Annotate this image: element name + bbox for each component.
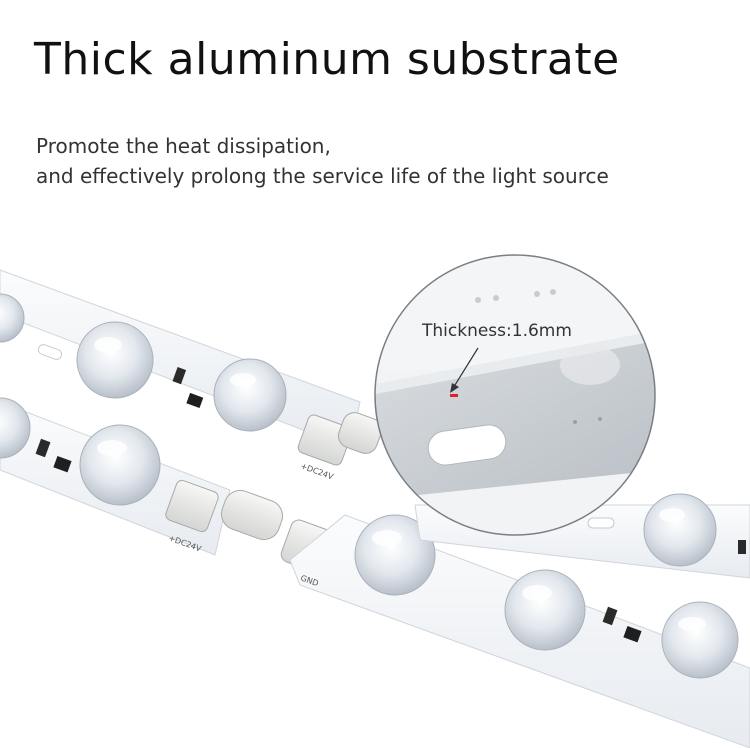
led-module (643, 493, 717, 567)
led-module (79, 424, 161, 506)
led-module (0, 397, 31, 459)
chip (172, 367, 187, 385)
subtitle-line-2: and effectively prolong the service life… (36, 164, 609, 188)
connector-upper: +DC24V (297, 412, 383, 482)
led-strip-lower: GND (289, 514, 750, 748)
page-title: Thick aluminum substrate (34, 34, 620, 85)
thickness-label: Thickness:1.6mm (421, 321, 572, 341)
led-module (661, 601, 739, 679)
chip (53, 455, 72, 473)
mounting-slot (427, 424, 507, 466)
chip (623, 625, 642, 643)
led-module (504, 569, 586, 651)
led-module (213, 358, 287, 432)
thickness-arrow (454, 347, 479, 386)
led-strip-middle: +DC24V (0, 397, 231, 556)
voltage-label: +DC24V (299, 461, 335, 481)
magnifier-detail: Thickness:1.6mm (374, 254, 656, 536)
led-module (354, 514, 436, 596)
led-strip-upper (0, 269, 361, 449)
chip (186, 392, 204, 409)
led-module (76, 321, 154, 399)
subtitle-line-1: Promote the heat dissipation, (36, 134, 331, 158)
led-module (0, 293, 25, 343)
chip (35, 438, 51, 458)
chip (602, 606, 618, 626)
thickness-mark (450, 394, 458, 397)
